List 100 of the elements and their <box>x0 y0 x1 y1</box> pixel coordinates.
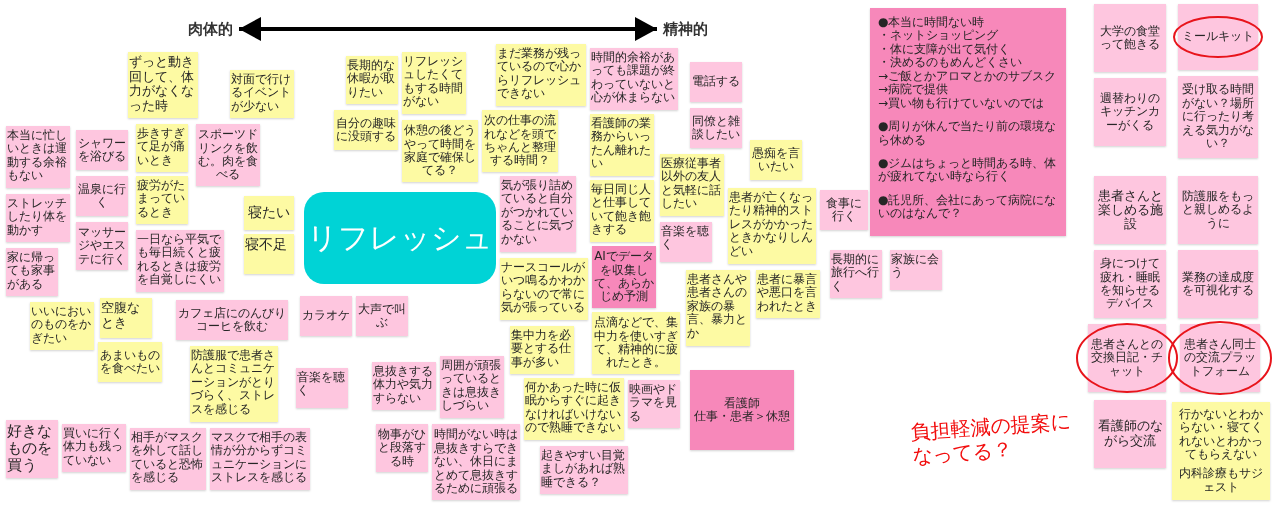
note-text: 息抜きする体力や気力すらない <box>373 365 434 406</box>
note-text: 大声で叫ぶ <box>357 302 407 330</box>
note-text: 家に帰っても家事がある <box>7 251 56 292</box>
note-text: ・決めるのもめんどくさい <box>878 56 1023 70</box>
note-text: 長期的な休暇が取りたい <box>347 59 396 100</box>
sticky-note <box>1178 250 1258 318</box>
note-text: ●ジムはちょっと時間ある時、体が疲れてない時なら行く <box>878 156 1058 184</box>
sticky-note <box>300 296 352 336</box>
note-text: ・体に支障が出て気付く <box>878 42 1011 56</box>
sticky-note <box>890 250 942 290</box>
note-text: 看護師のながら交流 <box>1096 419 1164 449</box>
handwritten-note: 負担軽減の提案になってる？ <box>910 408 1073 468</box>
sticky-note <box>356 296 408 336</box>
sticky-note <box>1094 400 1166 468</box>
note-text: 患者に暴言や悪口を言われたとき <box>757 273 818 314</box>
note-text: 音楽を聴く <box>661 225 710 252</box>
sticky-note <box>690 108 742 148</box>
note-text: 買いに行く体力も残っていない <box>63 427 124 468</box>
note-text: ナースコールがいつ鳴るかわからないので常に気が張っている <box>501 261 586 315</box>
sticky-note <box>690 62 742 102</box>
note-text: 業務の達成度を可視化する <box>1181 270 1255 298</box>
note-text: ●本当に時間ない時 <box>878 16 986 29</box>
sticky-note <box>244 196 294 230</box>
sticky-note <box>1180 324 1260 392</box>
note-text: 毎日同じ人と仕事していて飽き飽きする <box>591 183 652 237</box>
note-text: 患者が亡くなったり精神的ストレスがかかったときかなりしんどい <box>729 191 814 259</box>
note-text: 患者さんとの交換日記・チャット <box>1090 337 1164 379</box>
note-text: カラオケ <box>302 309 350 323</box>
note-text: リフレッシュしたくてもする時間がない <box>403 55 464 109</box>
sticky-note <box>1178 176 1258 244</box>
note-text: 患者さん同士の交流プラットフォーム <box>1183 337 1257 379</box>
note-text: ●周りが休んで当たり前の環境なら休める <box>878 120 1058 147</box>
note-text: 起きやすい目覚ましがあれば熟睡できる？ <box>541 449 626 490</box>
note-text: 看護師の業務からいったん離れたい <box>591 117 652 171</box>
sticky-note <box>244 234 294 274</box>
note-text: 食事に行く <box>825 196 863 224</box>
double-arrow <box>239 18 657 40</box>
note-text: 自分の趣味に没頭する <box>335 116 397 144</box>
note-text: 患者さんや患者さんの家族の暴言、暴力とか <box>687 273 748 341</box>
note-text: 大学の食堂って飽きる <box>1099 24 1161 52</box>
note-text: 仕事・患者＞休憩 <box>694 410 790 424</box>
note-text: 医療従事者以外の友人と気軽に話したい <box>661 157 722 211</box>
note-text: 何かあった時に仮眠からすぐに起きなければいけないので熟睡できない <box>525 381 622 435</box>
note-text: マッサージやエステに行く <box>77 225 127 267</box>
note-text: 時間がない時は息抜きすらできない、休日にまとめて息抜きするために頑張る <box>433 428 519 496</box>
note-text: 一日なら平気でも毎日続くと疲れるときは疲労を自覚しにくい <box>137 233 222 287</box>
sticky-note <box>1088 324 1166 392</box>
sticky-note <box>334 110 398 150</box>
note-text: 休憩の後どうやって時間を家庭で確保してる？ <box>403 124 477 178</box>
note-text: 時間的余裕があっても課題が終わっていないと心が休まらない <box>591 51 676 105</box>
heading-text: 肉体的 <box>188 20 233 38</box>
note-text: 長期的に旅行へ行く <box>831 253 880 294</box>
note-text: 気が張り詰めていると自分がつかれていることに気づかない <box>501 179 574 247</box>
note-text: 受け取る時間がない？場所に行ったり考える気力がない？ <box>1181 83 1255 151</box>
note-text: AIでデータを収集して、あらかじめ予測 <box>593 250 655 304</box>
note-text: 集中力を必要とする仕事が多い <box>511 329 572 370</box>
sticky-note <box>690 370 794 450</box>
note-text: 空腹なとき <box>101 301 141 331</box>
sticky-note <box>296 368 348 408</box>
sticky-note <box>1094 78 1166 146</box>
note-text: 行かないとわからない・寝てくれないとわかってもらえない <box>1178 407 1264 462</box>
note-text: 防護服で患者さんとコミュニケーションがとりづらく、ストレスを感じる <box>191 349 276 417</box>
note-text: ストレッチしたり体を動かす <box>7 197 68 238</box>
sticky-note <box>660 222 712 262</box>
sticky-note <box>1094 176 1166 244</box>
note-text: 物事がひと段落する時 <box>377 427 427 469</box>
note-text: 週替わりのキッチンカーがくる <box>1099 91 1161 133</box>
note-text: 防護服をもっと親しめるように <box>1181 189 1255 231</box>
note-text: 家族に会う <box>891 253 940 280</box>
note-text: 本当に忙しいときは運動する余裕もない <box>7 129 68 183</box>
note-text: 相手がマスクを外して話していると恐怖を感じる <box>131 431 204 485</box>
note-text: 電話する <box>692 75 740 89</box>
note-text: スポーツドリンクを飲む。肉を食べる <box>197 128 259 182</box>
note-text: ずっと動き回して、体力がなくなった時 <box>129 55 195 114</box>
note-text: ●託児所、会社にあって病院にないのはなんで？ <box>878 193 1058 221</box>
note-text: 音楽を聴く <box>297 371 346 398</box>
sticky-note <box>1172 402 1270 500</box>
note-text: 寝たい <box>248 205 290 221</box>
note-text: 寝不足 <box>245 237 288 253</box>
note-text: マスクで相手の表情が分からずコミュニケーションにストレスを感じる <box>211 431 308 485</box>
sticky-note <box>1094 4 1166 72</box>
note-text: 映画やドラマを見る <box>629 383 678 424</box>
note-text: 身につけて疲れ・睡眠を知らせるデバイス <box>1099 257 1161 311</box>
note-text: 患者さんと楽しめる施設 <box>1096 189 1164 231</box>
note-text: 点滴などで、集中力を使いすぎて、精神的に疲れたとき。 <box>593 316 679 370</box>
sticky-note <box>1178 4 1258 70</box>
note-text: 疲労がたまっているとき <box>137 179 186 220</box>
note-text: 周囲が頑張っているときは息抜きしづらい <box>441 359 502 413</box>
note-text: 内科診療もサジェスト <box>1178 467 1264 495</box>
sticky-note <box>98 342 162 382</box>
sticky-note <box>870 8 1066 236</box>
note-text: いいにおいのものをかぎたい <box>31 305 92 346</box>
note-text: まだ業務が残っているので心からリフレッシュできない <box>497 47 582 101</box>
note-text: ・ネットショッピング <box>878 29 999 43</box>
note-text: 対面で行けるイベントが少ない <box>231 73 292 114</box>
sticky-note <box>176 300 288 340</box>
note-text: ミールキット <box>1182 30 1254 44</box>
note-text: →ご飯とかアロマとかのサブスク <box>878 69 1058 83</box>
note-text: 歩きすぎて足が痛いとき <box>137 127 186 168</box>
note-text: カフェ店にのんびりコーヒを飲む <box>177 306 287 334</box>
